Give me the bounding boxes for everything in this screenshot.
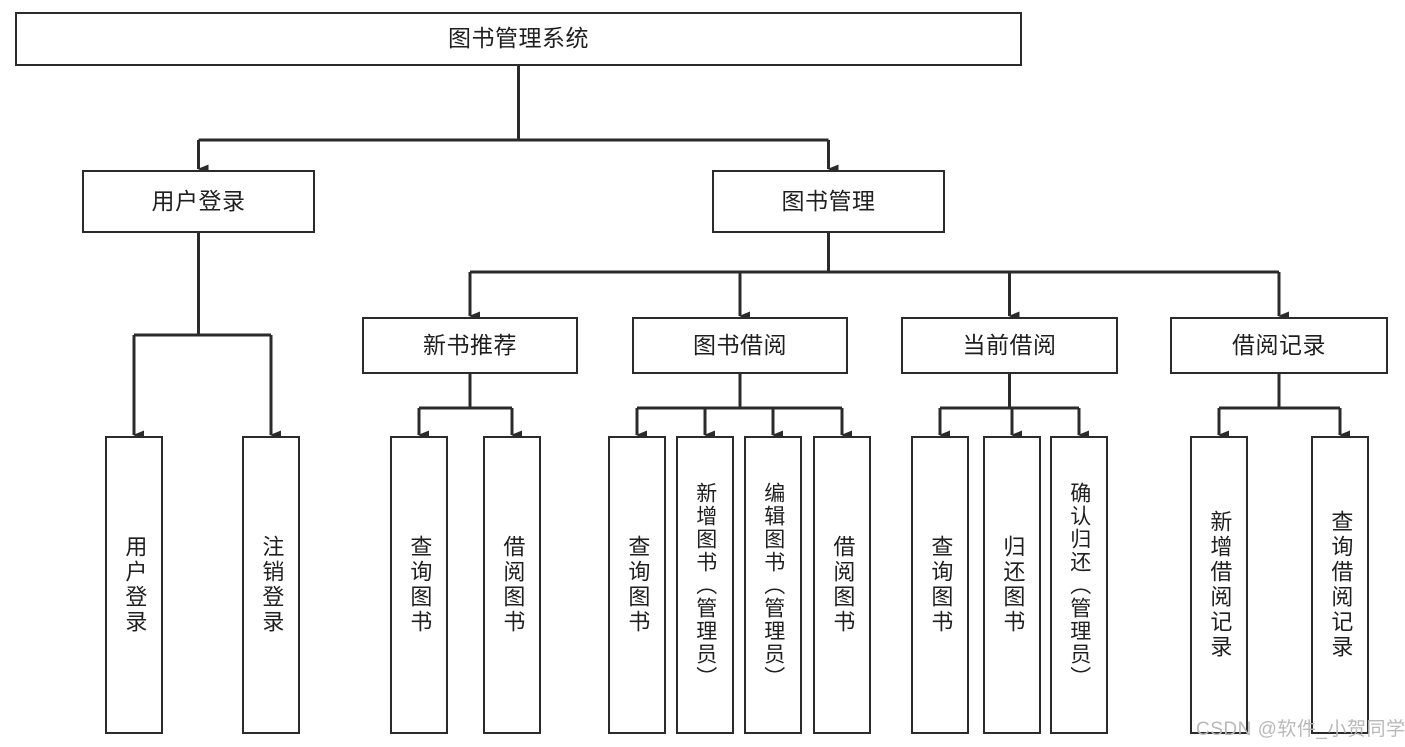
node-label: 当前借阅 <box>962 331 1057 358</box>
node-label: 归还图书 <box>1000 535 1026 635</box>
node-newbook[interactable]: 新书推荐 <box>362 317 578 374</box>
node-label: 查询图书 <box>928 535 954 635</box>
node-record[interactable]: 借阅记录 <box>1170 317 1388 374</box>
node-leaf-confirm[interactable]: 确认归还（管理员） <box>1050 436 1108 734</box>
node-login[interactable]: 用户登录 <box>82 170 315 233</box>
node-bookmgmt[interactable]: 图书管理 <box>712 170 945 233</box>
node-leaf-return[interactable]: 归还图书 <box>983 436 1041 734</box>
node-leaf-query3[interactable]: 查询图书 <box>911 436 969 734</box>
node-leaf-edit[interactable]: 编辑图书（管理员） <box>744 436 802 734</box>
node-leaf-query1[interactable]: 查询图书 <box>390 436 448 734</box>
node-label: 新增借阅记录 <box>1207 510 1233 660</box>
node-leaf-addrec[interactable]: 新增借阅记录 <box>1190 436 1248 734</box>
node-borrow[interactable]: 图书借阅 <box>632 317 848 374</box>
node-leaf-borrow1[interactable]: 借阅图书 <box>483 436 541 734</box>
node-label: 查询图书 <box>625 535 651 635</box>
node-label: 借阅图书 <box>500 535 526 635</box>
node-label: 查询图书 <box>407 535 433 635</box>
node-label: 确认归还（管理员） <box>1067 481 1091 689</box>
node-label: 新增图书（管理员） <box>693 481 717 689</box>
node-label: 查询借阅记录 <box>1328 510 1354 660</box>
node-current[interactable]: 当前借阅 <box>901 317 1118 374</box>
node-leaf-add[interactable]: 新增图书（管理员） <box>676 436 734 734</box>
node-label: 用户登录 <box>122 535 148 635</box>
node-label: 用户登录 <box>151 187 246 214</box>
node-leaf-query2[interactable]: 查询图书 <box>608 436 666 734</box>
node-label: 图书管理 <box>781 187 876 214</box>
node-root[interactable]: 图书管理系统 <box>15 12 1022 66</box>
node-label: 编辑图书（管理员） <box>761 481 785 689</box>
node-label: 借阅图书 <box>830 535 856 635</box>
edges-group <box>132 66 1350 440</box>
node-leaf-login[interactable]: 用户登录 <box>105 436 163 734</box>
node-label: 新书推荐 <box>423 331 517 358</box>
node-label: 图书管理系统 <box>448 25 589 52</box>
node-label: 借阅记录 <box>1232 331 1326 358</box>
node-label: 图书借阅 <box>693 331 787 358</box>
node-leaf-queryrec[interactable]: 查询借阅记录 <box>1311 436 1369 734</box>
node-leaf-logout[interactable]: 注销登录 <box>242 436 300 734</box>
node-label: 注销登录 <box>259 535 285 635</box>
node-leaf-borrow2[interactable]: 借阅图书 <box>813 436 871 734</box>
